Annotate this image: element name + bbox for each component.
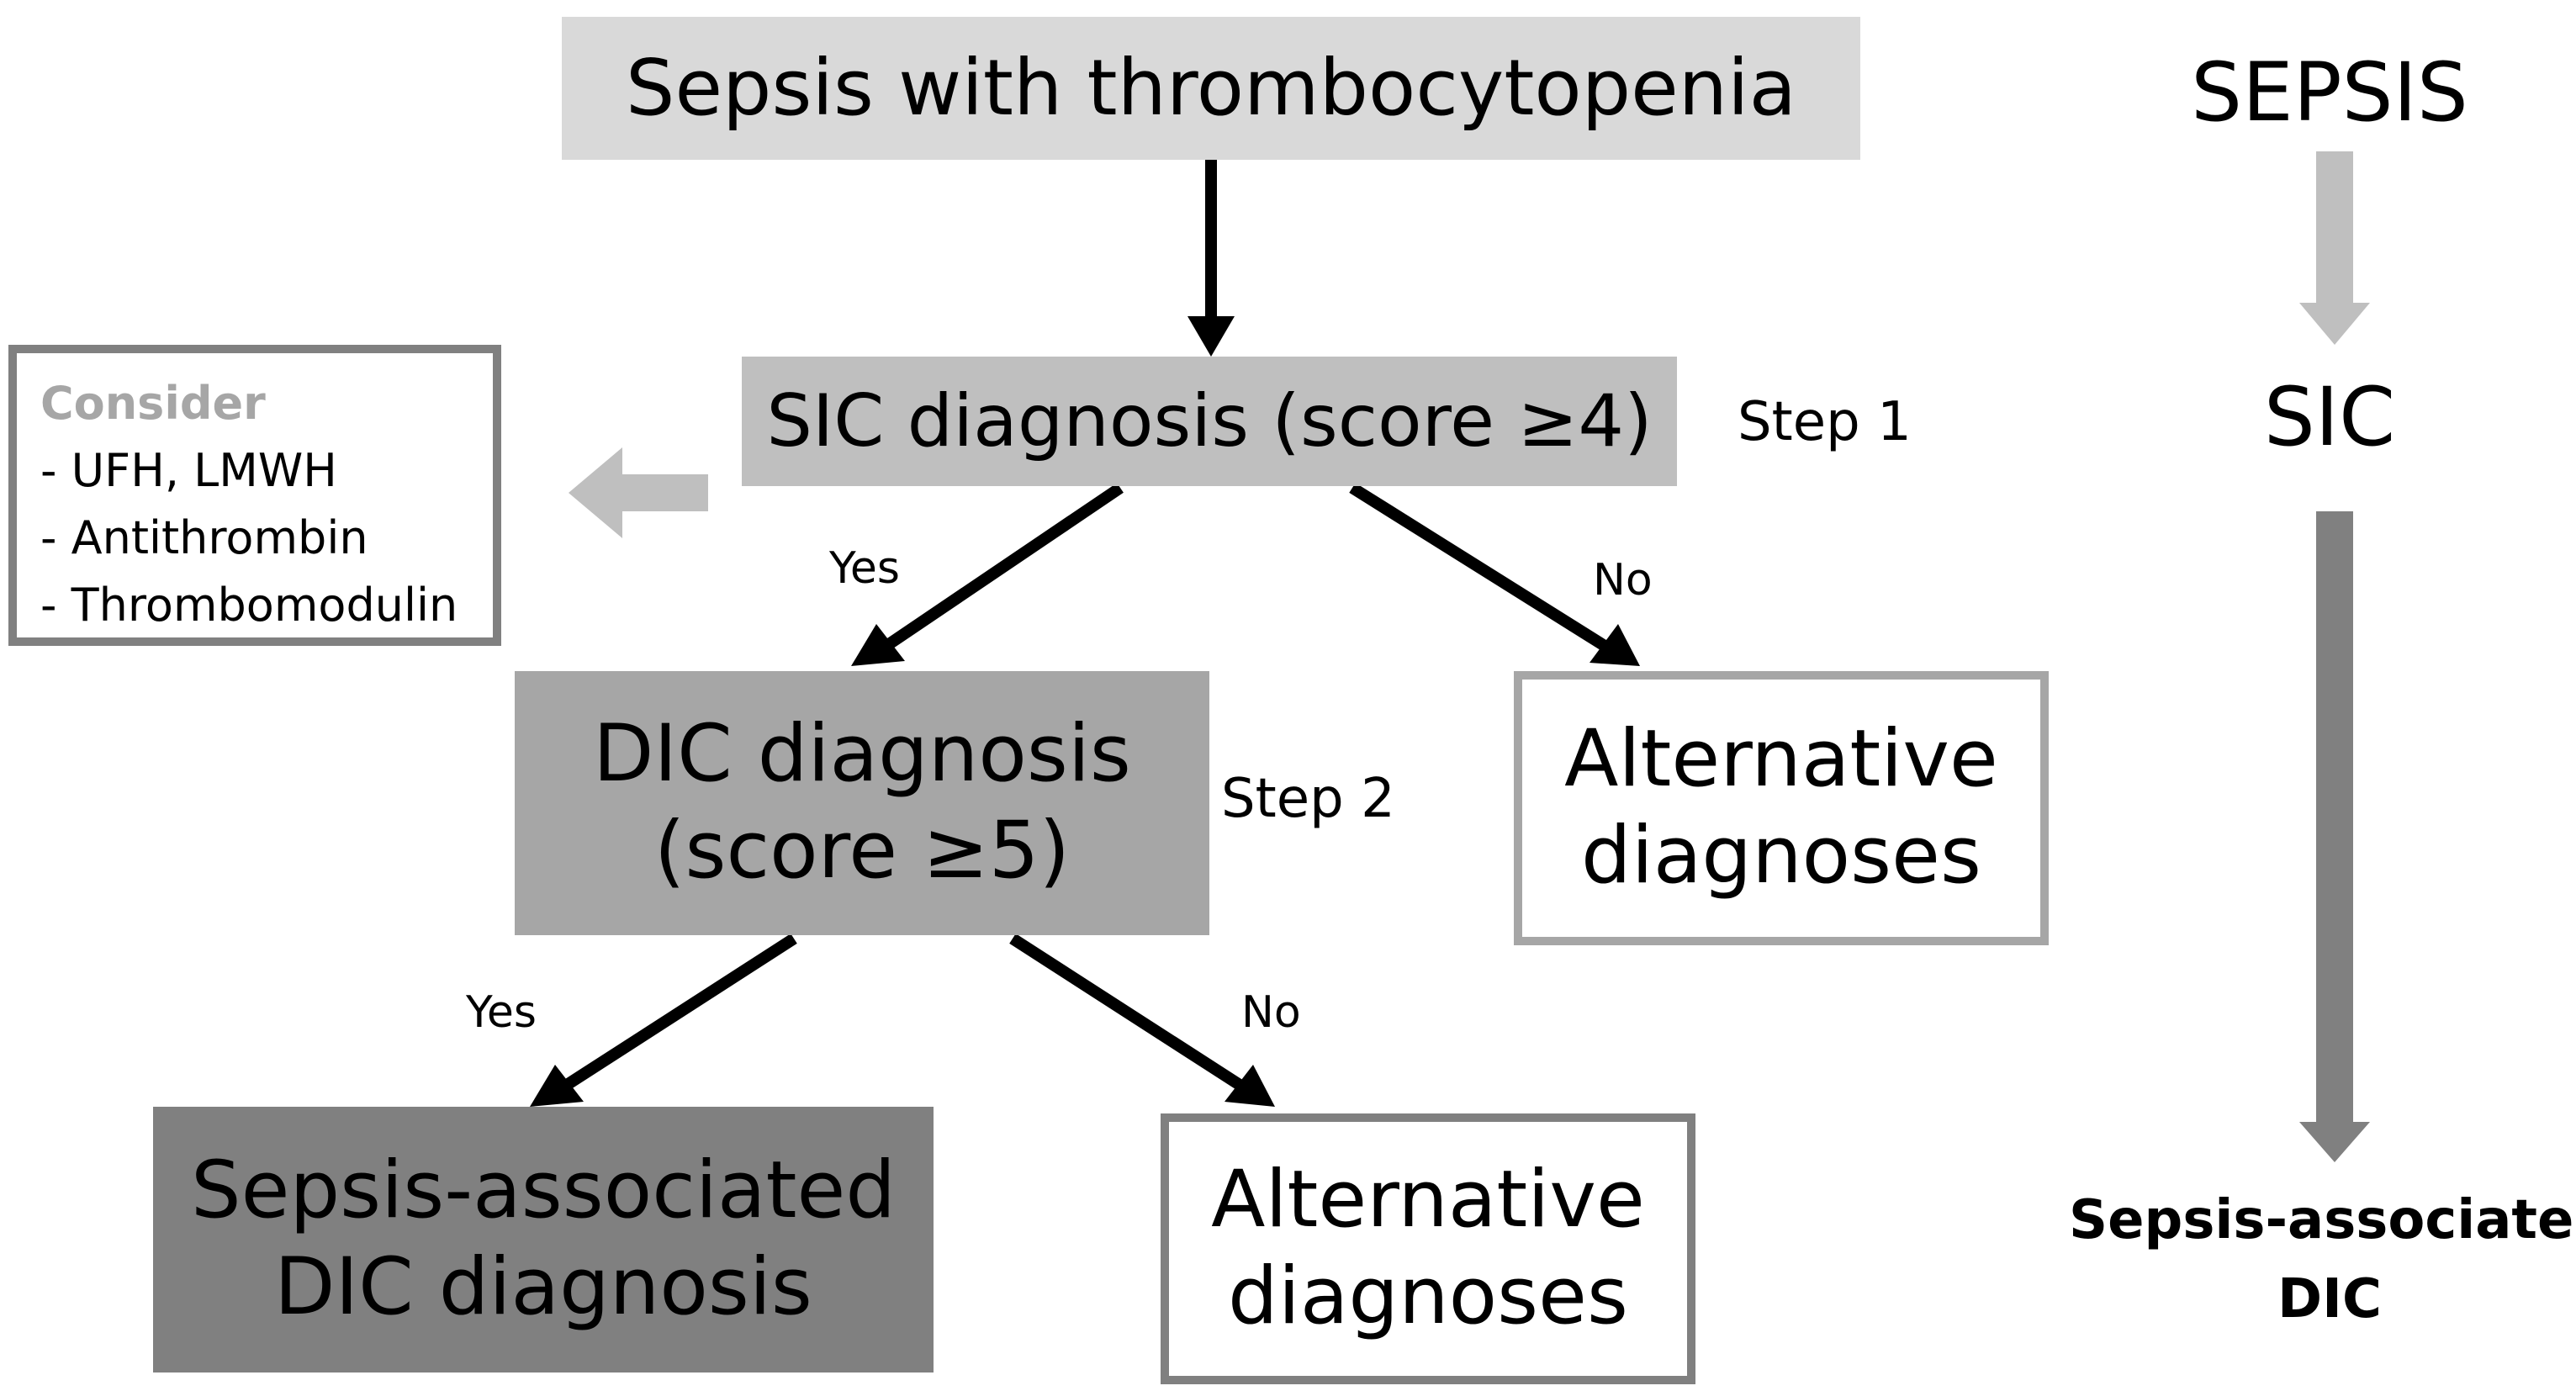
right-sic-label: SIC: [2263, 370, 2396, 464]
arrow-dic-to-alt2: [1009, 934, 1243, 1090]
yes-label-1: Yes: [829, 543, 900, 594]
right-sepsis-associated-dic-label: Sepsis-associated DIC: [2069, 1181, 2576, 1339]
consider-title: Consider: [40, 377, 266, 430]
consider-box: Consider - UFH, LMWH - Antithrombin - Th…: [8, 345, 501, 646]
box-top-line-1: Sepsis with thrombocytopenia: [626, 42, 1796, 133]
box-sic-line-1: SIC diagnosis (score ≥4): [766, 378, 1653, 463]
box-alternative-diagnoses-2: Alternative diagnoses: [1161, 1113, 1695, 1384]
box-alt2-line-2: diagnoses: [1228, 1251, 1628, 1342]
yes-label-2: Yes: [466, 987, 537, 1038]
arrow-sic-to-sadic: [2299, 511, 2370, 1162]
box-dic-line-2: (score ≥5): [653, 805, 1071, 896]
no-label-1: No: [1593, 555, 1653, 606]
box-alt1-line-2: diagnoses: [1581, 810, 1981, 902]
consider-item: - UFH, LMWH: [40, 444, 337, 497]
arrow-sepsis-to-sic: [2299, 151, 2370, 345]
box-sepsis-associated-dic: Sepsis-associated DIC diagnosis: [153, 1107, 934, 1372]
arrow-dic-to-sadic: [563, 934, 797, 1090]
arrow-sic-to-alt1-head: [1590, 624, 1640, 666]
arrow-dic-to-sadic-head: [530, 1065, 584, 1107]
right-sadic-line-1: Sepsis-associated: [2069, 1189, 2576, 1251]
arrow-sic-to-dic: [883, 483, 1124, 651]
right-sepsis-label: SEPSIS: [2191, 45, 2468, 140]
box-dic-diagnosis: DIC diagnosis (score ≥5): [515, 671, 1209, 935]
right-sadic-line-2: DIC: [2277, 1268, 2382, 1330]
box-alt1-line-1: Alternative: [1564, 713, 1998, 806]
box-dic-line-1: DIC diagnosis: [593, 708, 1131, 801]
arrow-top-to-sic-head: [1187, 316, 1235, 357]
box-sepsis-thrombocytopenia: Sepsis with thrombocytopenia: [562, 17, 1860, 160]
arrow-to-consider: [569, 447, 708, 538]
box-alt2-line-1: Alternative: [1211, 1154, 1645, 1246]
consider-item: - Thrombomodulin: [40, 579, 458, 632]
box-sadic-line-1: Sepsis-associated: [191, 1145, 896, 1237]
arrow-sic-to-dic-head: [851, 624, 905, 666]
step-1-label: Step 1: [1738, 391, 1912, 453]
consider-item: - Antithrombin: [40, 511, 368, 564]
box-sic-diagnosis: SIC diagnosis (score ≥4): [742, 357, 1677, 486]
box-sadic-line-2: DIC diagnosis: [274, 1241, 812, 1333]
arrow-sic-to-alt1: [1349, 483, 1608, 651]
no-label-2: No: [1241, 987, 1301, 1038]
step-2-label: Step 2: [1221, 768, 1395, 830]
arrow-dic-to-alt2-head: [1225, 1065, 1275, 1107]
box-alternative-diagnoses-1: Alternative diagnoses: [1514, 671, 2049, 945]
